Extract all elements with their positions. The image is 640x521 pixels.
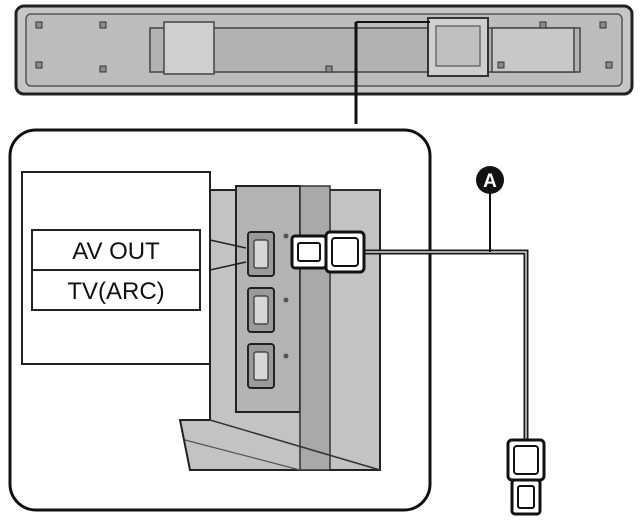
- hdmi-port-av-out[interactable]: [247, 231, 275, 277]
- av-out-label: AV OUT: [72, 238, 160, 265]
- hdmi-cable: [290, 230, 546, 516]
- hdmi-plug-panel-end: [290, 230, 366, 274]
- callout-a: A: [476, 166, 504, 252]
- soundbar: [14, 4, 634, 96]
- zoom-detail-box: AV OUT TV(ARC): [8, 128, 432, 512]
- callout-a-letter: A: [483, 171, 497, 192]
- tv-arc-label-box: [31, 269, 201, 311]
- hdmi-plug-free-end: [506, 438, 546, 516]
- hdmi-port-3[interactable]: [247, 343, 275, 389]
- av-out-label-box: [31, 229, 201, 271]
- tv-arc-label: TV(ARC): [67, 278, 164, 305]
- hdmi-port-2[interactable]: [247, 287, 275, 333]
- port-label-panel: AV OUT TV(ARC): [21, 171, 247, 365]
